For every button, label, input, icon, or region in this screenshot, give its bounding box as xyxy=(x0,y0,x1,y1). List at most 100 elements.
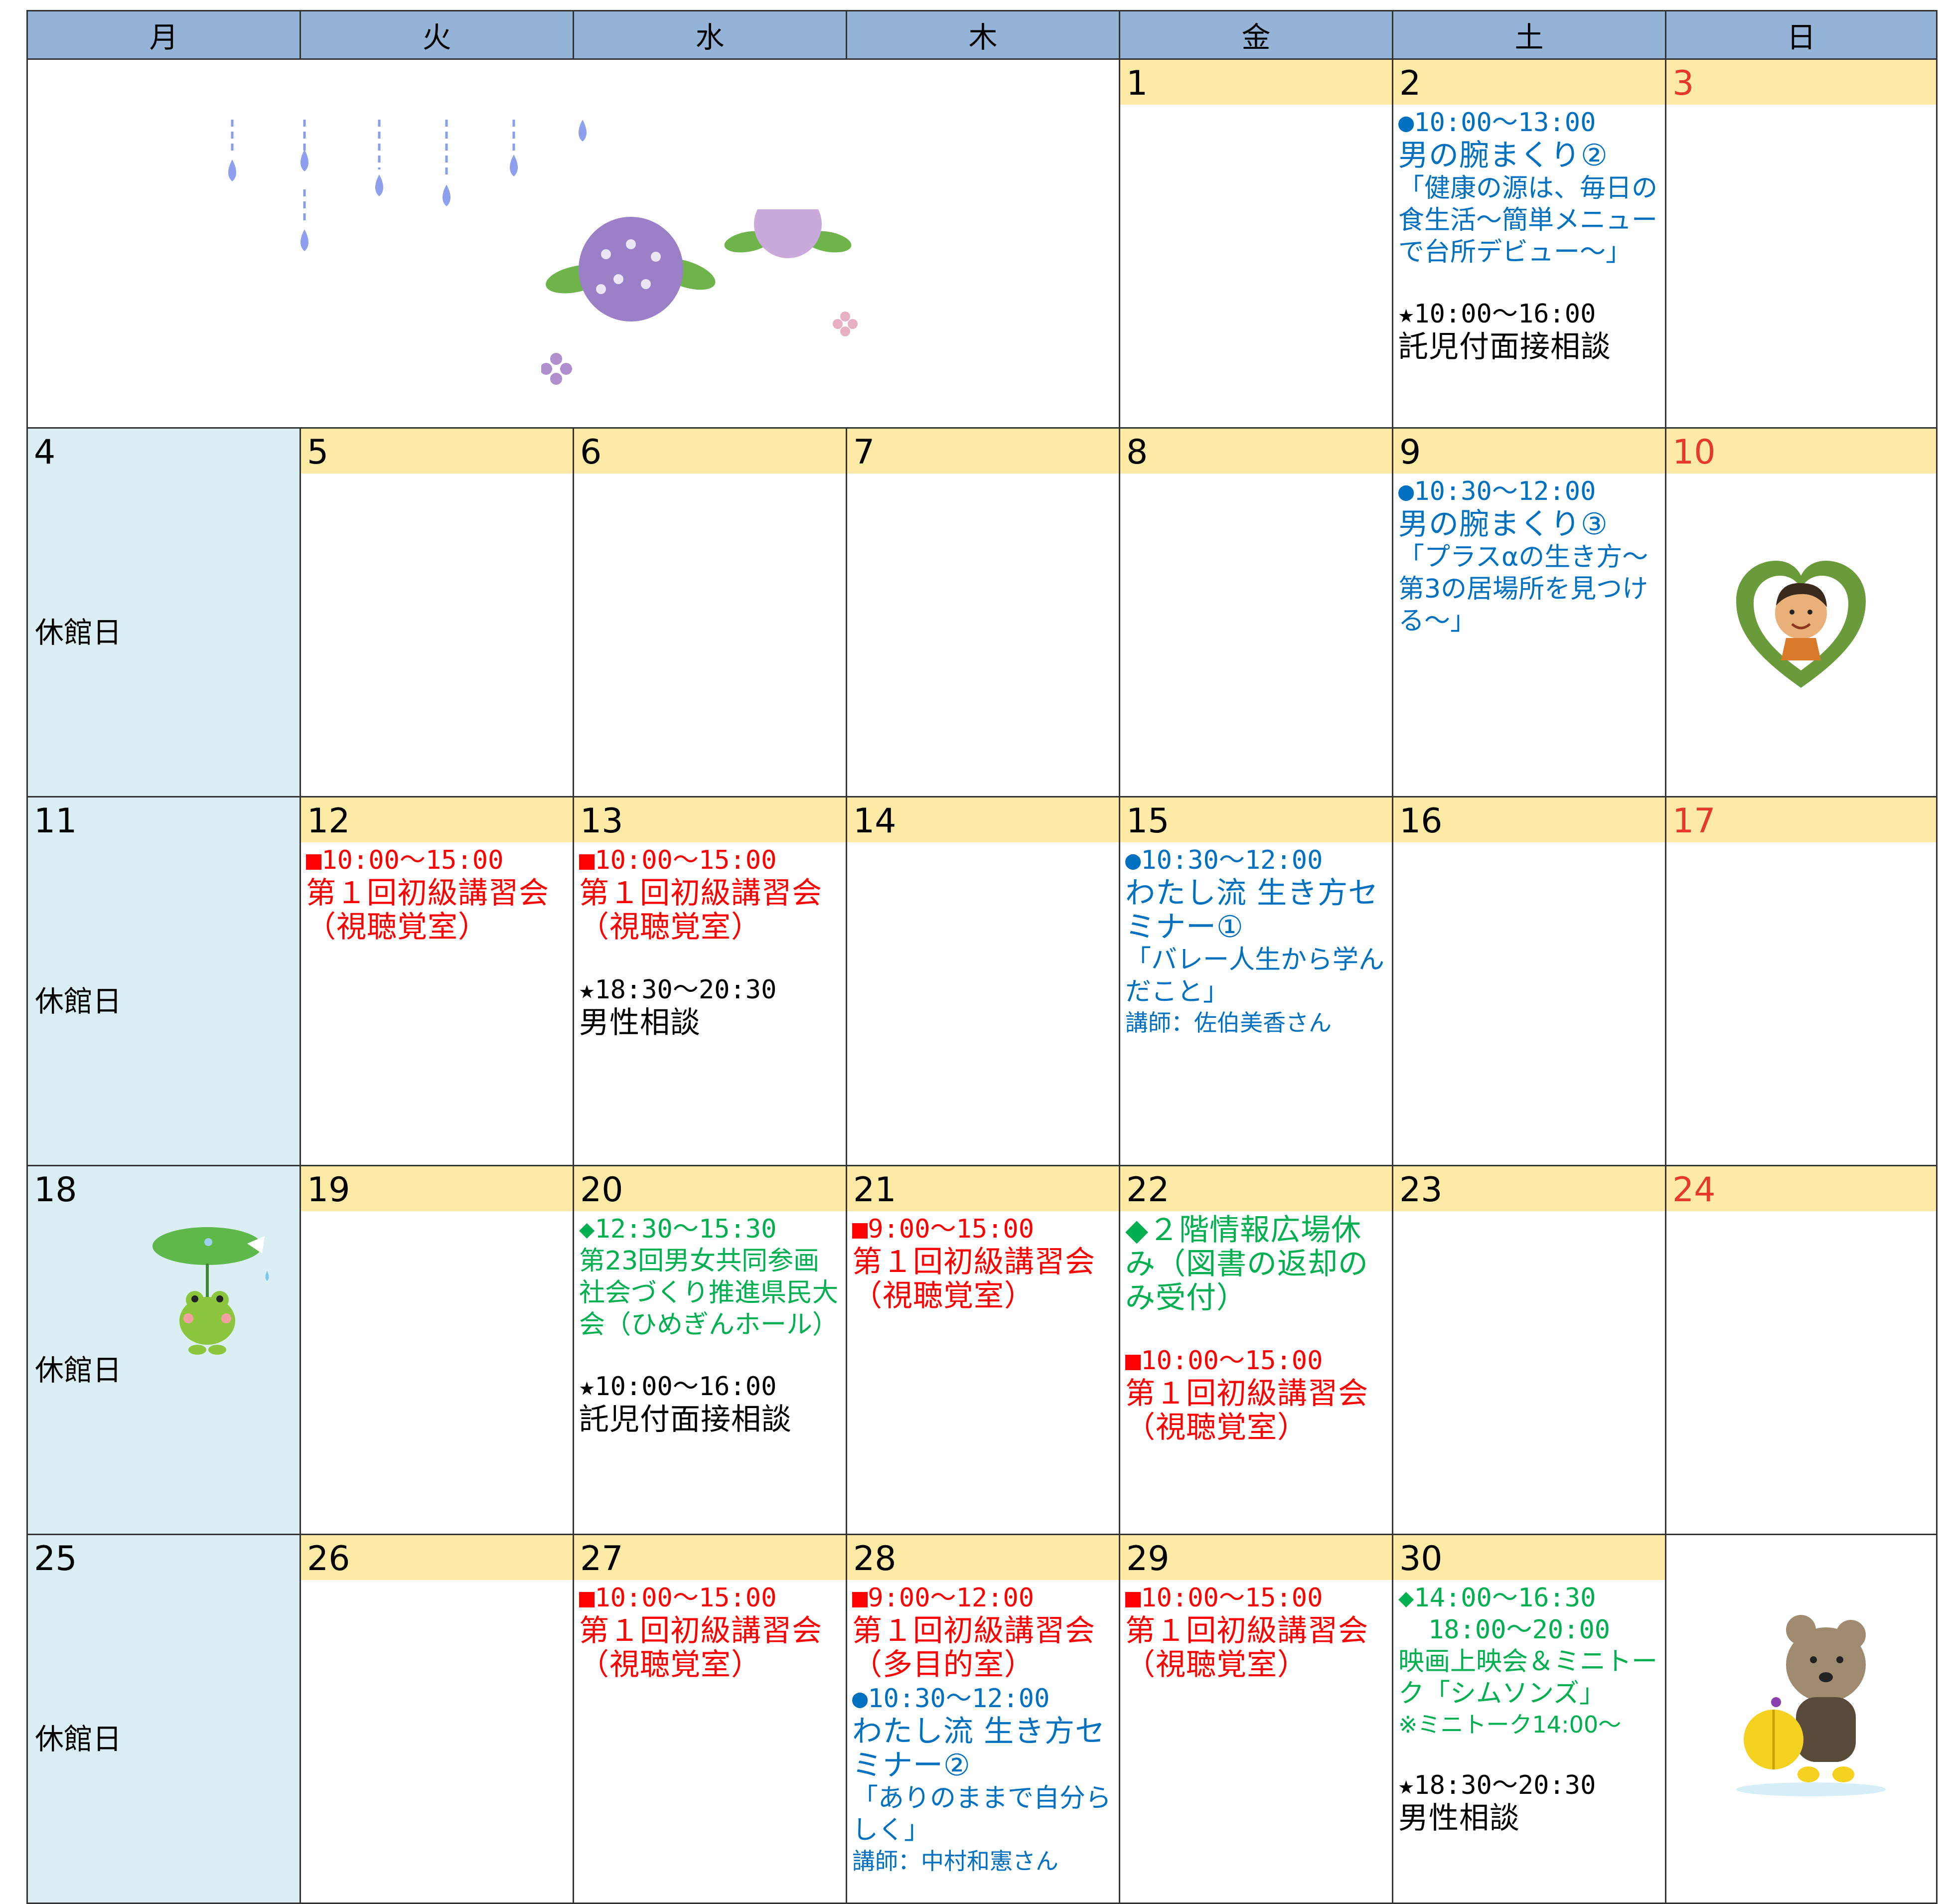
monthly-calendar: 月 火 水 木 金 土 日 xyxy=(26,10,1938,1904)
date-number: 27 xyxy=(574,1535,846,1580)
event-time: ★10:00～16:00 xyxy=(579,1372,777,1402)
date-number: 19 xyxy=(301,1166,573,1211)
day-cell-21: 21 ■9:00～15:00 第１回初級講習会 （視聴覚室） xyxy=(846,1165,1120,1535)
event-time: ◆12:30～15:30 xyxy=(579,1214,777,1244)
date-number: 1 xyxy=(1120,60,1392,105)
day-cell-18: 18 休館日 xyxy=(26,1165,301,1535)
event-detail: （視聴覚室） xyxy=(306,910,488,945)
event-title: 男の腕まくり③ xyxy=(1398,507,1608,542)
date-number: 6 xyxy=(574,429,846,474)
event-time: ●10:00～13:00 xyxy=(1398,108,1596,138)
day-cell-17: 17 xyxy=(1665,796,1938,1166)
week-row-2: 4 休館日 5 6 7 8 9 ●10:30～12:00 男の腕まくり③ 「プラ… xyxy=(26,427,1938,797)
date-number: 17 xyxy=(1666,797,1936,842)
date-number: 22 xyxy=(1120,1166,1392,1211)
event-title: 託児付面接相談 xyxy=(579,1402,792,1437)
event-time: ■10:00～15:00 xyxy=(579,1583,777,1613)
event-detail: 映画上映会＆ミニトーク「シムソンズ」 xyxy=(1398,1647,1658,1709)
day-cell-13: 13 ■10:00～15:00 第１回初級講習会 （視聴覚室） ★18:30～2… xyxy=(573,796,847,1166)
date-number: 20 xyxy=(574,1166,846,1211)
day-cell-26: 26 xyxy=(299,1534,574,1904)
day-cell-2: 2 ●10:00～13:00 男の腕まくり② 「健康の源は、毎日の食生活～簡単メ… xyxy=(1392,58,1666,429)
event-time: ■10:00～15:00 xyxy=(306,845,504,875)
date-number: 7 xyxy=(847,429,1119,474)
date-number: 28 xyxy=(847,1535,1119,1580)
date-number: 8 xyxy=(1120,429,1392,474)
event-time: ●10:30～12:00 xyxy=(852,1684,1050,1714)
day-cell-7: 7 xyxy=(846,427,1120,797)
event-title: 第１回初級講習会 xyxy=(579,876,822,911)
event-title: 男の腕まくり② xyxy=(1398,138,1608,173)
event-time: ●10:30～12:00 xyxy=(1125,845,1323,875)
event-title: 第１回初級講習会 xyxy=(852,1245,1095,1279)
date-number: 9 xyxy=(1393,429,1665,474)
day-cell-8: 8 xyxy=(1119,427,1393,797)
day-cell-15: 15 ●10:30～12:00 わたし流 生き方セミナー① 「バレー人生から学ん… xyxy=(1119,796,1393,1166)
date-number: 29 xyxy=(1120,1535,1392,1580)
date-number: 18 xyxy=(34,1170,77,1210)
event-time: ■9:00～15:00 xyxy=(852,1214,1035,1244)
day-cell-29: 29 ■10:00～15:00 第１回初級講習会 （視聴覚室） xyxy=(1119,1534,1393,1904)
closed-label: 休館日 xyxy=(35,1722,122,1756)
week-row-5: 25 休館日 26 27 ■10:00～15:00 第１回初級講習会 （視聴覚室… xyxy=(26,1534,1938,1904)
event-time: ■10:00～15:00 xyxy=(1125,1346,1323,1376)
weekday-fri: 金 xyxy=(1119,10,1393,60)
date-number: 11 xyxy=(34,801,77,841)
day-cell-6: 6 xyxy=(573,427,847,797)
date-number: 2 xyxy=(1393,60,1665,105)
day-cell-11: 11 休館日 xyxy=(26,796,301,1166)
event-time: ■10:00～15:00 xyxy=(579,845,777,875)
event-time: ★18:30～20:30 xyxy=(579,975,777,1005)
date-number: 15 xyxy=(1120,797,1392,842)
day-cell-28: 28 ■9:00～12:00 第１回初級講習会 （多目的室） ●10:30～12… xyxy=(846,1534,1120,1904)
event-detail: （視聴覚室） xyxy=(852,1278,1035,1313)
event-detail: （視聴覚室） xyxy=(1125,1647,1308,1682)
event-detail: 第23回男女共同参画社会づくり推進県民大会（ひめぎんホール） xyxy=(579,1246,839,1340)
day-cell-23: 23 xyxy=(1392,1165,1666,1535)
date-number: 4 xyxy=(34,433,56,472)
weekday-mon: 月 xyxy=(26,10,301,60)
day-cell-12: 12 ■10:00～15:00 第１回初級講習会 （視聴覚室） xyxy=(299,796,574,1166)
rain-drops-icon xyxy=(228,120,587,251)
date-number: 21 xyxy=(847,1166,1119,1211)
day-cell-14: 14 xyxy=(846,796,1120,1166)
weekday-sat: 土 xyxy=(1392,10,1666,60)
event-detail: 「プラスαの生き方～第3の居場所を見つける～」 xyxy=(1398,542,1648,636)
date-number: 13 xyxy=(574,797,846,842)
day-cell-10: 10 xyxy=(1665,427,1938,797)
event-title: 第１回初級講習会 xyxy=(579,1613,822,1648)
weekday-tue: 火 xyxy=(299,10,574,60)
event-title: わたし流 生き方セミナー① xyxy=(1125,876,1379,945)
day-cell-22: 22 ◆２階情報広場休み（図書の返却のみ受付） ■10:00～15:00 第１回… xyxy=(1119,1165,1393,1535)
event-time: ■10:00～15:00 xyxy=(1125,1583,1323,1613)
week-row-1: 1 2 ●10:00～13:00 男の腕まくり② 「健康の源は、毎日の食生活～簡… xyxy=(26,58,1938,429)
date-number: 14 xyxy=(847,797,1119,842)
week-row-4: 18 休館日 19 20 xyxy=(26,1165,1938,1535)
event-title: 第１回初級講習会 xyxy=(1125,1376,1368,1411)
event-time-2: 18:00～20:00 xyxy=(1428,1615,1611,1645)
date-number: 12 xyxy=(301,797,573,842)
weekday-sun: 日 xyxy=(1665,10,1938,60)
closed-label: 休館日 xyxy=(35,984,122,1018)
day-cell-5: 5 xyxy=(299,427,574,797)
weekday-thu: 木 xyxy=(846,10,1120,60)
closed-label: 休館日 xyxy=(35,1353,122,1387)
day-cell-27: 27 ■10:00～15:00 第１回初級講習会 （視聴覚室） xyxy=(573,1534,847,1904)
day-cell-25: 25 休館日 xyxy=(26,1534,301,1904)
event-detail: （多目的室） xyxy=(852,1647,1035,1682)
event-title: 第１回初級講習会 xyxy=(852,1613,1095,1648)
event-time: ★10:00～16:00 xyxy=(1398,299,1596,329)
event-detail: 「バレー人生から学んだこと」 xyxy=(1125,945,1385,1007)
week-row-3: 11 休館日 12 ■10:00～15:00 第１回初級講習会 （視聴覚室） 1… xyxy=(26,796,1938,1166)
event-lecturer: 講師：中村和憲さん xyxy=(852,1848,1058,1875)
date-number: 25 xyxy=(34,1539,77,1579)
date-number: 3 xyxy=(1666,60,1936,105)
event-detail: 「ありのままで自分らしく」 xyxy=(852,1783,1112,1845)
day-cell-16: 16 xyxy=(1392,796,1666,1166)
event-detail: （視聴覚室） xyxy=(1125,1410,1308,1445)
date-number: 30 xyxy=(1393,1535,1665,1580)
day-cell-3: 3 xyxy=(1665,58,1938,429)
date-number: 5 xyxy=(301,429,573,474)
date-number: 10 xyxy=(1666,429,1936,474)
bear-with-umbrella-icon xyxy=(1736,1615,1886,1796)
